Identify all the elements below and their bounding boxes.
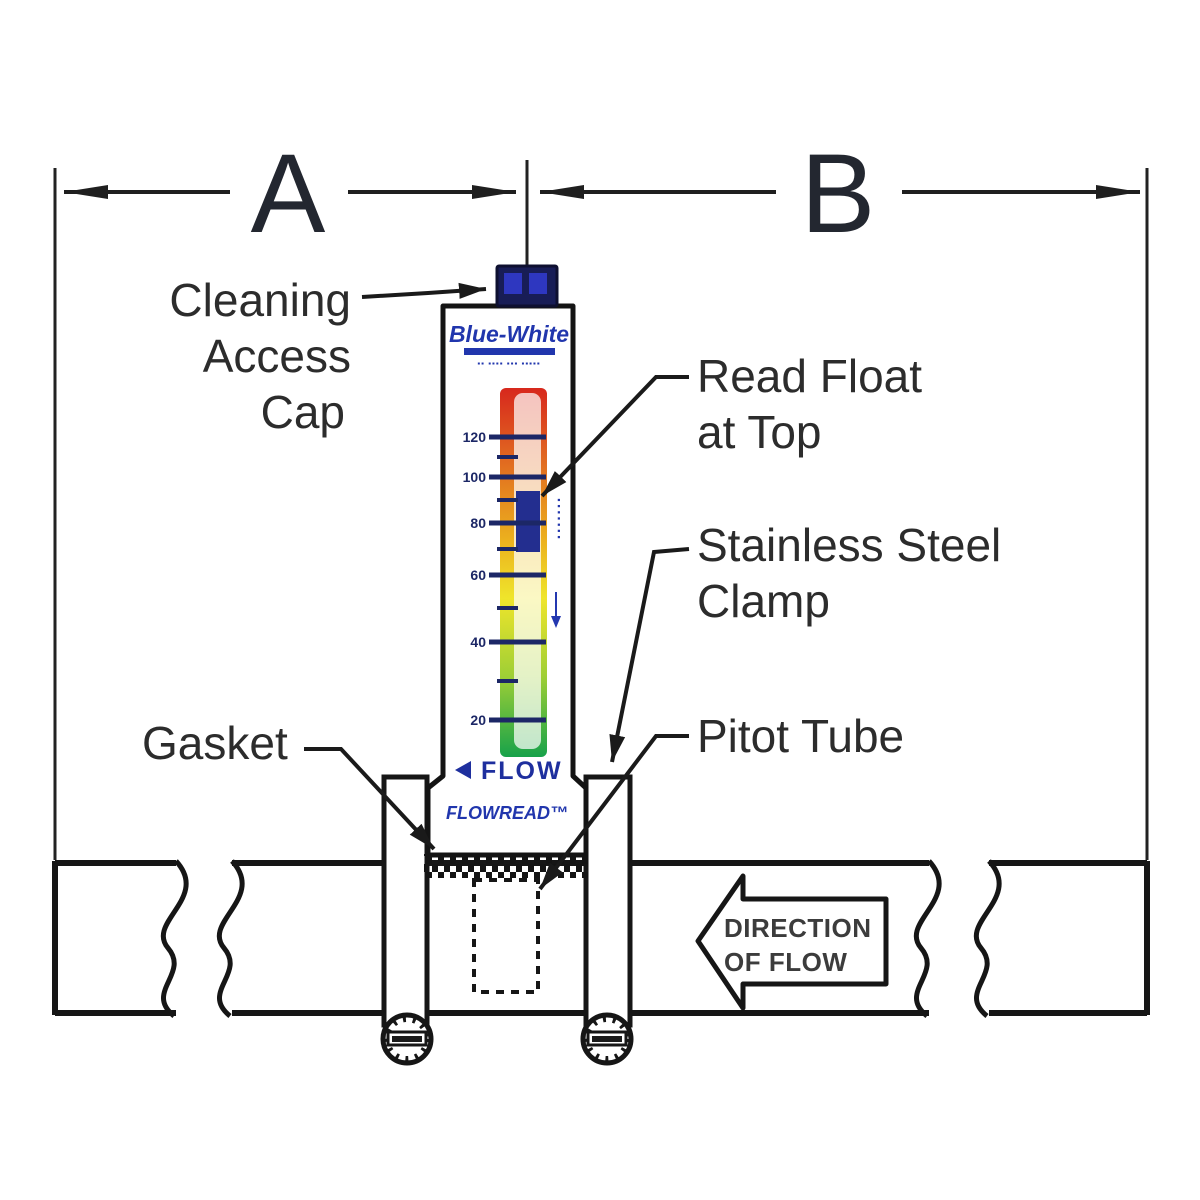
direction-arrow-shape <box>695 873 889 1011</box>
brand-logo: Blue-White <box>449 321 569 347</box>
cap-window-left <box>504 273 522 294</box>
pipe-break-left-1 <box>160 859 189 1018</box>
flow-label: FLOW <box>481 757 563 785</box>
label-read-float-line1: Read Float <box>697 350 922 402</box>
dimension-a-label: A <box>251 131 326 256</box>
brand-subtext: ▪▪ ▪▪▪▪ ▪▪▪ ▪▪▪▪▪ <box>477 359 540 368</box>
direction-text-line1: DIRECTION <box>724 913 872 943</box>
leader-lines <box>304 282 690 891</box>
scale-major-ticks <box>489 434 546 723</box>
cap-window-right <box>529 273 547 294</box>
scale-tick-label-20: 20 <box>470 712 486 728</box>
clamp-screw-right <box>580 1012 634 1066</box>
leader-read-float <box>540 375 689 498</box>
scale-side-arrow <box>551 592 561 628</box>
scale-tick-label-60: 60 <box>470 567 486 583</box>
dimension-b-label: B <box>801 131 876 256</box>
brand-underline <box>464 348 555 355</box>
meter-face: Blue-White ▪▪ ▪▪▪▪ ▪▪▪ ▪▪▪▪▪ 120 100 80 … <box>446 321 569 823</box>
flow-arrow-icon <box>455 761 471 779</box>
dimension-b: B <box>540 131 1140 256</box>
scale-tick-label-120: 120 <box>463 429 487 445</box>
leader-pitot <box>538 734 689 891</box>
label-gasket: Gasket <box>142 717 288 769</box>
clamp-strap-right <box>583 774 633 1028</box>
pitot-tube-outline <box>472 878 540 994</box>
product-label: FLOWREAD™ <box>446 803 568 823</box>
pipe-break-right-2 <box>973 859 1002 1018</box>
label-cleaning-line2: Access <box>203 330 351 382</box>
direction-of-flow-arrow: DIRECTION OF FLOW <box>695 873 889 1011</box>
scale-minor-ticks <box>497 455 518 683</box>
clamp-strap-left <box>381 774 430 1028</box>
scale-tick-label-80: 80 <box>470 515 486 531</box>
clamp-screw-left <box>380 1012 434 1066</box>
label-read-float-line2: at Top <box>697 406 821 458</box>
label-clamp-line1: Stainless Steel <box>697 519 1001 571</box>
pipe-break-right-1 <box>913 859 942 1018</box>
scale-tick-label-100: 100 <box>463 469 487 485</box>
leader-gasket <box>304 747 436 851</box>
scale-tick-labels: 120 100 80 60 40 20 <box>463 429 487 728</box>
label-cleaning-line3: Cap <box>261 386 345 438</box>
scale-tick-label-40: 40 <box>470 634 486 650</box>
pipe-break-left-2 <box>216 859 245 1018</box>
callout-labels: Cleaning Access Cap Read Float at Top St… <box>142 274 1001 769</box>
scale-tube <box>514 393 541 749</box>
pipe-end-caps <box>52 861 1150 1015</box>
pipe <box>52 859 1150 1018</box>
scale-side-text: ▪▪▪▪▪▪▪ <box>554 498 564 541</box>
label-pitot: Pitot Tube <box>697 710 904 762</box>
leader-clamp <box>609 547 690 763</box>
cleaning-access-cap-part <box>495 264 559 308</box>
label-clamp-line2: Clamp <box>697 575 830 627</box>
dimension-a: A <box>64 131 516 256</box>
leader-cleaning-cap <box>361 282 487 299</box>
label-cleaning-line1: Cleaning <box>169 274 351 326</box>
direction-text-line2: OF FLOW <box>724 947 847 977</box>
